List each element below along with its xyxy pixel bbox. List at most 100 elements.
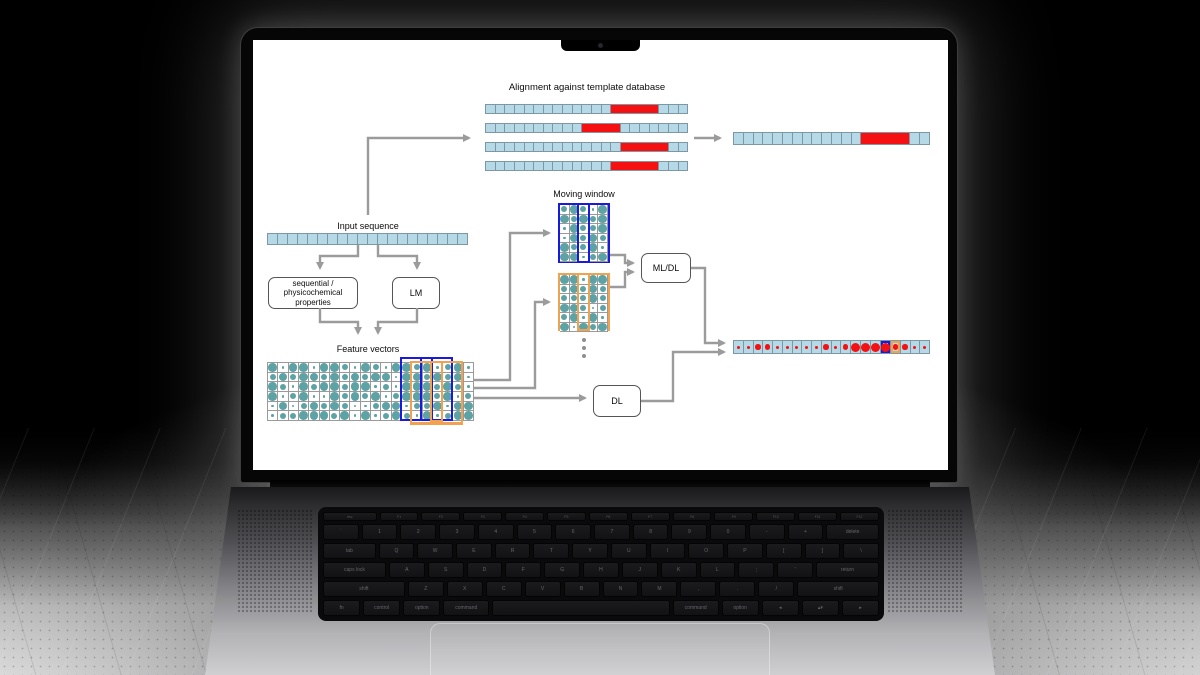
keyboard-key: 6 [555,524,592,540]
key-label: F9 [731,514,736,519]
key-label: F10 [772,514,779,519]
key-label: F12 [856,514,863,519]
sequence-cell [640,105,650,113]
keyboard-key: D [466,562,503,578]
feature-dot [341,402,348,409]
sequence-cell [582,124,592,132]
keyboard-key: F6 [588,512,628,521]
prediction-output-row [733,340,930,354]
key-label: fn [339,605,344,611]
feature-dot [353,404,357,408]
arrow-dl-to-output [641,348,726,403]
feature-dot [570,244,577,251]
sequence-cell [495,162,506,170]
keyboard-key: 4 [477,524,514,540]
feature-dot [560,252,569,261]
key-label: L [716,567,719,573]
key-label: esc [347,514,353,519]
sequence-cell [298,234,308,244]
sequence-cell [601,105,612,113]
lm-box: LM [392,277,440,309]
matrix-cell [360,391,371,402]
feature-dot [580,206,587,213]
key-label: ▴▾ [817,605,823,611]
matrix-cell [588,275,599,285]
feature-dot [433,401,442,411]
matrix-cell [340,391,351,402]
seq-properties-line1: sequential / [292,278,334,288]
key-label: command [684,605,707,611]
matrix-cell [371,401,382,412]
matrix-cell [588,224,599,234]
keyboard-key: F4 [505,512,545,521]
sequence-cell [591,124,602,132]
prediction-dot [736,345,740,349]
feature-dot [598,224,607,233]
feature-dot [601,316,604,319]
matrix-cell [309,401,320,412]
feature-dot [372,364,379,371]
matrix-cell [371,411,382,421]
matrix-cell [453,382,464,392]
sequence-cell [514,105,525,113]
sequence-cell [572,105,583,113]
key-label: F7 [648,514,653,519]
feature-dot [424,373,431,380]
sequence-cell [591,105,602,113]
sequence-cell [553,124,563,132]
feature-dot [560,322,569,331]
arrow-lm-to-features [374,308,419,335]
prediction-dot [892,344,899,350]
keyboard-key: V [524,581,561,597]
feature-dot [569,252,579,261]
feature-dot [582,255,585,258]
output-cell [743,341,754,353]
matrix-cell [268,372,279,383]
feature-dot [268,392,277,401]
feature-dot [424,402,431,409]
feature-dot [415,414,419,417]
keyboard-key: Y [572,543,608,559]
keyboard-key: - [748,524,785,540]
keyboard-key: shift [797,581,880,597]
feature-dot [456,395,460,398]
sequence-cell [659,124,669,132]
feature-dot [413,402,420,409]
alignment-row-1 [485,104,688,114]
feature-dot [598,275,607,284]
matrix-cell [329,372,341,383]
arrow-input-to-lm [376,245,421,270]
feature-dot [322,395,326,398]
matrix-cell [381,382,392,392]
feature-dot [598,322,607,331]
sequence-cell [348,234,358,244]
key-label: F11 [814,514,821,519]
sequence-cell [563,105,573,113]
feature-vectors-label: Feature vectors [336,344,400,354]
sequence-cell [659,162,669,170]
keyboard-key: 9 [671,524,708,540]
key-label: . [736,586,739,592]
key-label: G [560,567,565,573]
sequence-cell [620,162,631,170]
feature-dot [364,404,367,408]
sequence-cell [543,143,554,151]
feature-dot [599,304,606,311]
feature-dot [319,382,329,391]
keyboard-key: F [505,562,542,578]
key-label: , [697,586,700,592]
keyboard-key: fn [323,600,361,616]
prediction-dot [746,345,750,349]
alignment-row-2 [485,123,688,133]
alignment-result-row [733,132,930,145]
sequence-cell [620,124,631,132]
feature-dot [268,363,277,372]
feature-dot [391,363,401,372]
dl-box: DL [593,385,641,417]
matrix-cell [319,382,330,392]
dl-label: DL [611,396,623,406]
